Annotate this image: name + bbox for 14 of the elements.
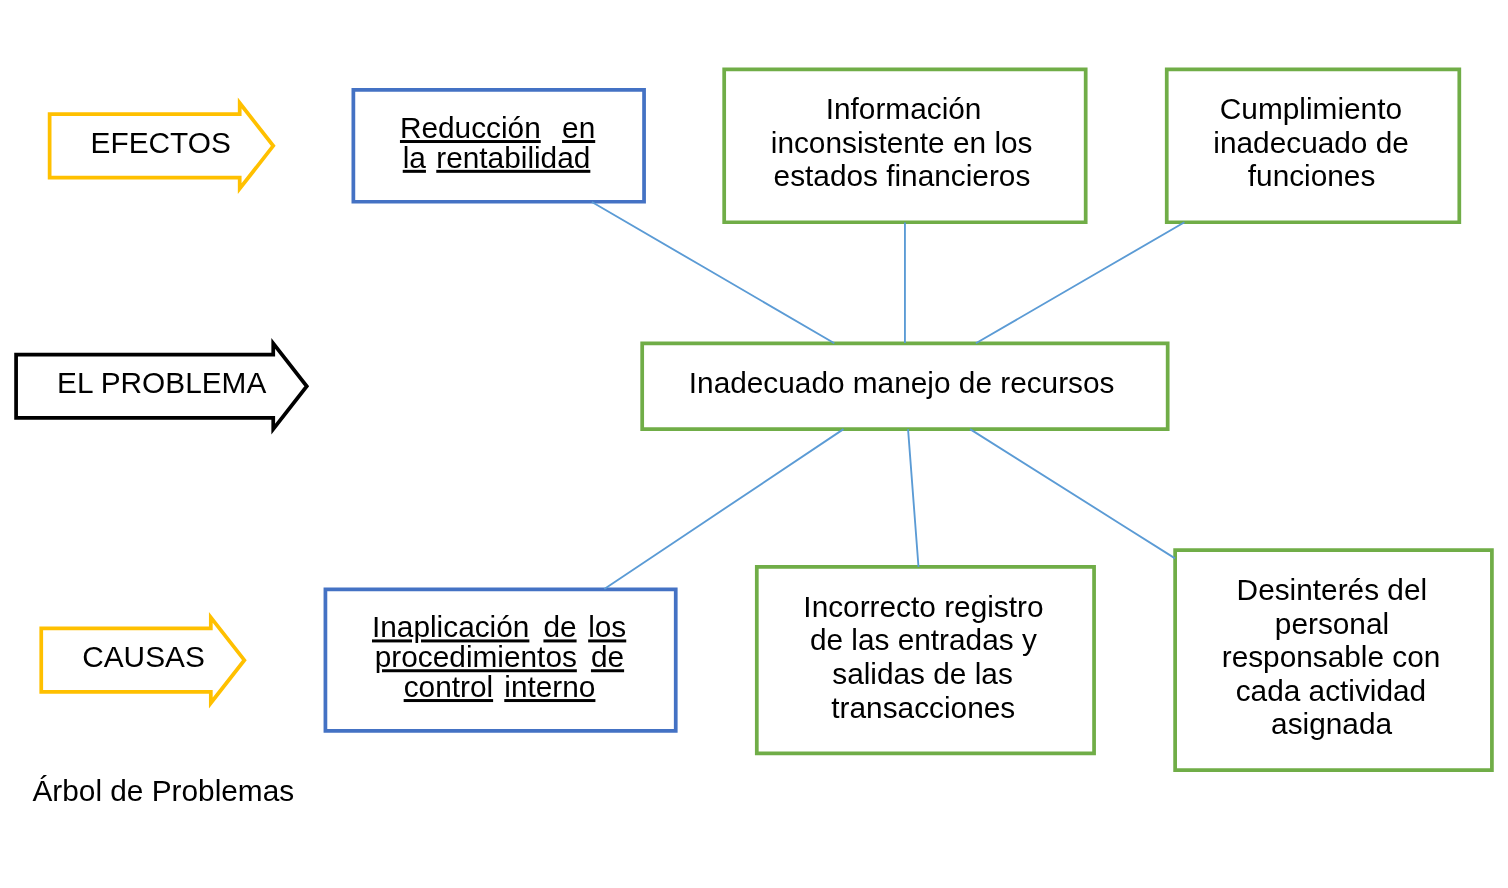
node-box: Cumplimiento inadecuado de funciones — [1164, 67, 1462, 225]
connector — [969, 428, 1176, 560]
connector — [904, 221, 906, 344]
connector — [590, 201, 836, 345]
node-box: Inaplicación de los procedimientos de control interno — [323, 587, 678, 733]
connector — [974, 221, 1186, 345]
node-box: Inadecuado manejo de recursos — [640, 341, 1170, 431]
node-box: Incorrecto registro de las entradas y salidas de las transacciones — [754, 565, 1096, 756]
node-box: Desinterés del personal responsable con cada actividad asignada — [1173, 548, 1494, 772]
connector — [603, 428, 845, 590]
node-box: Información inconsistente en los estados financieros — [722, 67, 1088, 225]
node-box: Reducción en la rentabilidad — [351, 88, 646, 204]
caption: Árbol de Problemas — [32, 774, 295, 808]
connector — [907, 428, 920, 568]
